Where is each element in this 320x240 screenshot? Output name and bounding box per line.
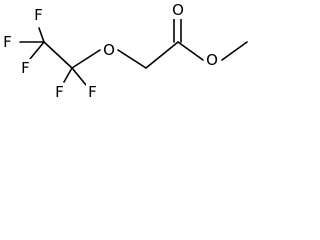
bond-c2-f5	[71, 67, 87, 86]
bond-c2-o-ether	[71, 49, 101, 69]
atom-o-ether-label: O	[103, 41, 115, 59]
atom-f1: F	[32, 6, 45, 24]
atom-f2: F	[1, 33, 14, 51]
bond-ch2-c-carbonyl	[145, 41, 179, 69]
bond-c1-f1	[38, 27, 45, 43]
atom-f4-label: F	[55, 83, 64, 101]
atom-labels: F F F F F O O O	[1, 1, 220, 101]
bond-c2-f4	[63, 67, 73, 83]
molecule-diagram: F F F F F O O O	[1, 1, 248, 101]
atom-f4: F	[53, 83, 66, 101]
bonds	[19, 18, 248, 86]
atom-o-ester: O	[204, 51, 220, 69]
atom-f1-label: F	[34, 6, 43, 24]
atom-f3: F	[19, 59, 32, 77]
bond-c1-c2	[43, 41, 73, 69]
atom-f5-label: F	[88, 83, 97, 101]
atom-f3-label: F	[21, 59, 30, 77]
bond-c-carbonyl-o-ester	[177, 41, 204, 61]
bond-o-ester-methyl	[221, 41, 248, 61]
atom-o-carbonyl-label: O	[172, 1, 184, 19]
bond-o-ether-ch2	[117, 49, 147, 69]
bond-c1-f3	[29, 41, 45, 60]
atom-f5: F	[86, 83, 99, 101]
atom-f2-label: F	[3, 33, 12, 51]
atom-o-ether: O	[101, 41, 117, 59]
atom-o-carbonyl: O	[170, 1, 186, 19]
atom-o-ester-label: O	[206, 51, 218, 69]
